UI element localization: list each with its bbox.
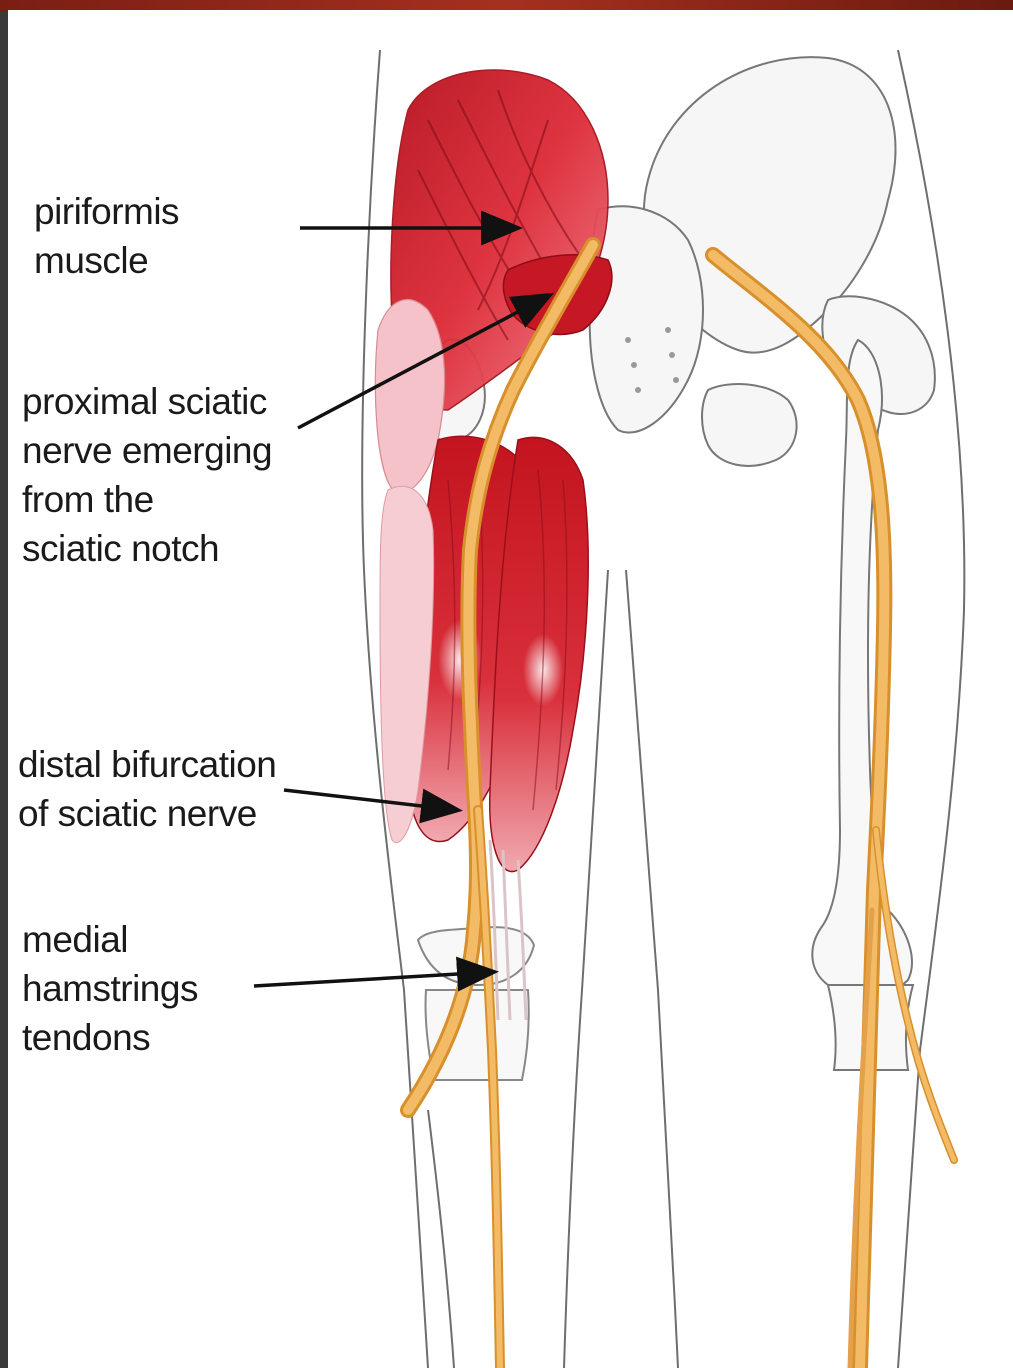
label-line: from the bbox=[22, 475, 272, 524]
label-line: sciatic notch bbox=[22, 524, 272, 573]
label-line: proximal sciatic bbox=[22, 377, 272, 426]
anatomy-diagram: piriformis muscle proximal sciatic nerve… bbox=[8, 10, 1013, 1368]
label-line: medial bbox=[22, 915, 198, 964]
label-piriformis-muscle: piriformis muscle bbox=[34, 187, 179, 285]
label-line: nerve emerging bbox=[22, 426, 272, 475]
label-line: distal bifurcation bbox=[18, 740, 276, 789]
label-line: muscle bbox=[34, 236, 179, 285]
label-line: piriformis bbox=[34, 187, 179, 236]
label-line: tendons bbox=[22, 1013, 198, 1062]
label-line: hamstrings bbox=[22, 964, 198, 1013]
label-proximal-sciatic-nerve: proximal sciatic nerve emerging from the… bbox=[22, 377, 272, 573]
label-line: of sciatic nerve bbox=[18, 789, 276, 838]
label-distal-bifurcation: distal bifurcation of sciatic nerve bbox=[18, 740, 276, 838]
label-medial-hamstrings-tendons: medial hamstrings tendons bbox=[22, 915, 198, 1062]
